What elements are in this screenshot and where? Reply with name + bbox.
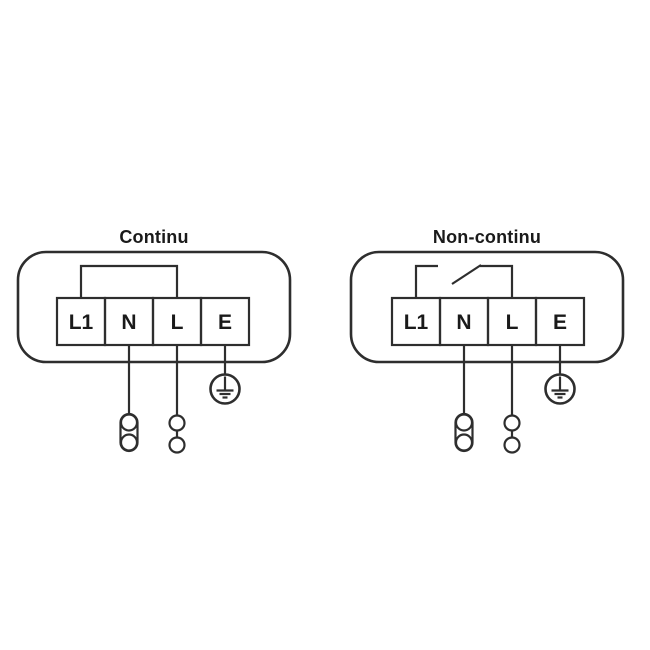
terminal-label-e: E: [553, 311, 567, 334]
terminal-label-l: L: [171, 311, 184, 334]
diagram-non-continu-drawing: L1 N L E: [349, 250, 625, 454]
ring-terminals-icon: [503, 414, 521, 454]
ring-terminals-icon: [168, 414, 186, 454]
diagram-title-continu: Continu: [119, 227, 189, 247]
two-pin-connector-icon: [454, 412, 474, 453]
bridge-wire-closed: [79, 264, 179, 298]
diagram-title-non-continu: Non-continu: [432, 227, 542, 247]
terminal-label-l1: L1: [69, 311, 94, 334]
terminal-label-n: N: [121, 311, 136, 334]
diagram-continu-drawing: L1 N L E: [16, 250, 292, 454]
terminal-label-n: N: [456, 311, 471, 334]
terminal-label-l: L: [506, 311, 519, 334]
bridge-wire-open-switch: [414, 264, 514, 298]
two-pin-connector-icon: [119, 412, 139, 453]
terminal-label-l1: L1: [404, 311, 429, 334]
device-enclosure: [16, 250, 292, 364]
switch-blade: [451, 264, 482, 285]
earth-ground-icon: [544, 373, 576, 405]
terminal-label-e: E: [218, 311, 232, 334]
terminal-block: L1 N L E: [55, 296, 251, 347]
earth-ground-icon: [209, 373, 241, 405]
device-enclosure: [349, 250, 625, 364]
terminal-block: L1 N L E: [390, 296, 586, 347]
